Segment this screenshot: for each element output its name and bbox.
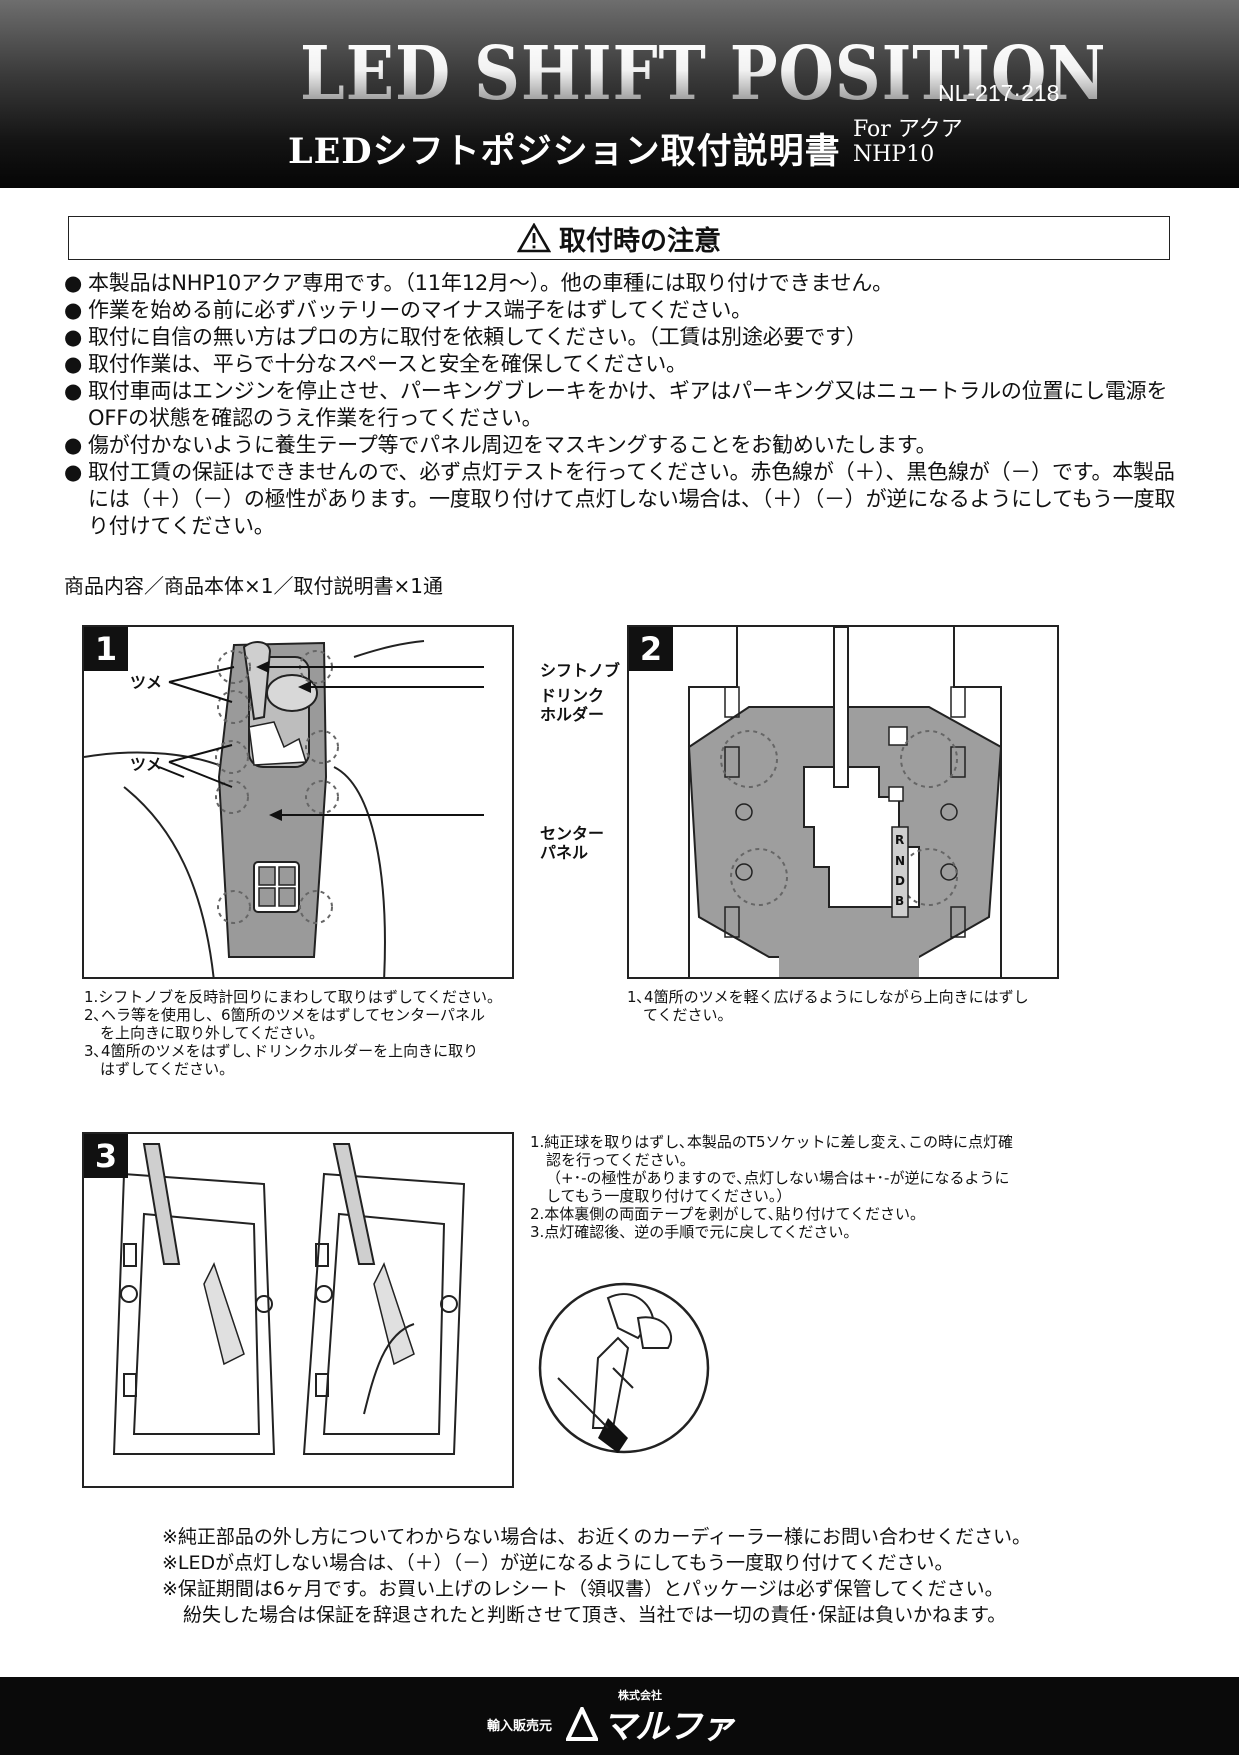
bulb-replacement-detail-illustration [538,1282,710,1454]
page-header: LED SHIFT POSITION NL-217·218 LEDシフトポジショ… [0,0,1239,188]
shift-gate-illustration [687,627,1003,977]
gear-indicator-n: N [895,854,906,868]
caution-list: ●本製品はNHP10アクア専用です。（11年12月～）。他の車種には取り付けでき… [64,270,1184,540]
step-2-instructions: 1､4箇所のツメを軽く広げるようにしながら上向きにはずし てください。 [627,988,1029,1024]
step-1-figure: 1 ツメ ツメ [82,625,514,979]
step-3-figure: 3 [82,1132,514,1488]
caution-item: ●本製品はNHP10アクア専用です。（11年12月～）。他の車種には取り付けでき… [64,271,893,295]
vehicle-fitment: For アクア NHP10 [853,117,963,167]
gear-indicator-d: D [895,874,905,888]
caution-item: ●作業を始める前に必ずバッテリーのマイナス端子をはずしてください。 [64,298,752,322]
company-logo-icon [566,1707,598,1741]
label-claw-upper: ツメ [130,673,163,692]
note-line: 紛失した場合は保証を辞退されたと判断させて頂き、当社では一切の責任･保証は負いか… [183,1604,1007,1626]
step-2-figure: 2 R N D B [627,625,1059,979]
step-number: 2 [629,627,673,671]
label-center-panel: センター パネル [540,824,605,862]
caution-item: ●取付工賃の保証はできませんので、必ず点灯テストを行ってください。赤色線が（＋）… [64,460,1176,538]
label-claw-lower: ツメ [130,755,163,774]
importer-label: 輸入販売元 [487,1719,553,1734]
panel-underside-illustration [112,1143,466,1455]
caution-item: ●取付に自信の無い方はプロの方に取付を依頼してください。（工賃は別途必要です） [64,325,867,349]
model-number: NL-217·218 [938,80,1060,106]
product-title: LED SHIFT POSITION [300,31,1107,117]
label-drink-holder: ドリンク ホルダー [540,686,605,724]
caution-item: ●取付作業は、平らで十分なスペースと安全を確保してください。 [64,352,687,376]
additional-notes: ※純正部品の外し方についてわからない場合は、お近くのカーディーラー様にお問い合わ… [162,1524,1031,1628]
gear-indicator-r: R [895,833,905,847]
step-1-instructions: 1.シフトノブを反時計回りにまわして取りはずしてください。 2､ヘラ等を使用し、… [84,988,502,1078]
note-line: ※純正部品の外し方についてわからない場合は、お近くのカーディーラー様にお問い合わ… [162,1526,1032,1548]
fitment-line-2: NHP10 [853,142,935,167]
note-line: ※LEDが点灯しない場合は、（＋）（－）が逆になるようにしてもう一度取り付けてく… [162,1552,954,1574]
fitment-line-1: For アクア [853,117,963,142]
caution-item: ●取付車両はエンジンを停止させ、パーキングブレーキをかけ、ギアはパーキング又はニ… [64,379,1168,430]
caution-heading-box: 取付時の注意 [68,216,1170,260]
caution-title: 取付時の注意 [559,225,721,257]
note-line: ※保証期間は6ヶ月です。お買い上げのレシート（領収書）とパッケージは必ず保管して… [162,1578,1004,1600]
caution-item: ●傷が付かないように養生テープ等でパネル周辺をマスキングすることをお勧めいたしま… [64,433,937,457]
page-footer: 輸入販売元 株式会社 マルファ [0,1677,1239,1755]
center-panel-illustration [84,640,484,977]
step-3-instructions: 1.純正球を取りはずし､本製品のT5ソケットに差し変え､この時に点灯確 認を行っ… [530,1133,1014,1241]
company-brand: マルファ [602,1707,735,1747]
step-number: 1 [84,627,128,671]
step-number: 3 [84,1134,128,1178]
package-contents: 商品内容／商品本体×1／取付説明書×1通 [64,574,443,598]
label-shift-knob: シフトノブ [540,661,621,680]
gear-indicator-b: B [895,894,905,908]
document-subtitle: LEDシフトポジション取付説明書 [288,131,841,172]
company-prefix: 株式会社 [618,1689,662,1702]
warning-triangle-icon [517,223,551,253]
